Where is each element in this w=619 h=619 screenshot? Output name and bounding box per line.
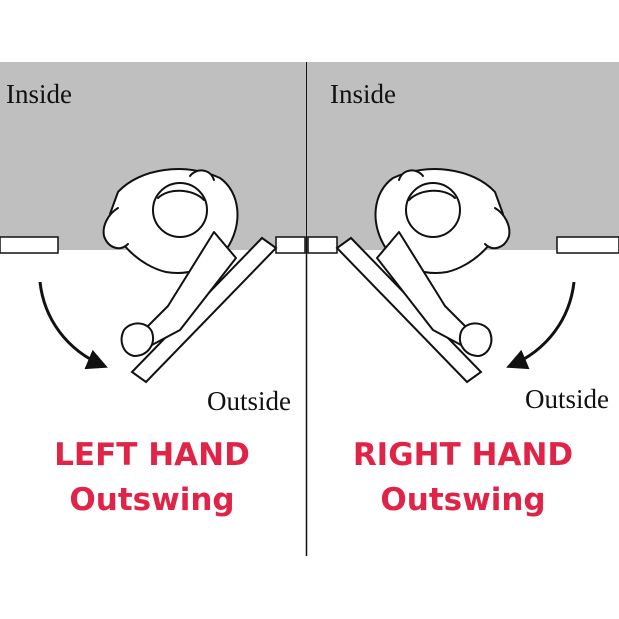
caption-line-1: RIGHT HAND bbox=[353, 437, 573, 473]
caption-line-2: Outswing bbox=[380, 482, 545, 518]
person-top-view-icon bbox=[102, 168, 239, 357]
wall-segment bbox=[307, 236, 338, 254]
inside-label: Inside bbox=[330, 79, 396, 109]
swing-arrow-icon bbox=[38, 281, 108, 370]
caption-line-1: LEFT HAND bbox=[54, 437, 250, 473]
left-hand-outswing-panel: Inside Outside LEFT HAND Outswing bbox=[0, 62, 306, 518]
caption-line-2: Outswing bbox=[69, 482, 234, 518]
wall-segment bbox=[275, 236, 306, 254]
person-top-view-icon bbox=[374, 168, 511, 357]
swing-arrow-icon bbox=[506, 281, 576, 370]
right-hand-outswing-panel: Inside Outside RIGHT HAND Outswing bbox=[307, 62, 619, 518]
inside-label: Inside bbox=[6, 79, 72, 109]
outside-label: Outside bbox=[525, 384, 609, 414]
wall-segment bbox=[0, 236, 59, 254]
outside-label: Outside bbox=[207, 386, 291, 416]
wall-segment bbox=[556, 236, 619, 254]
